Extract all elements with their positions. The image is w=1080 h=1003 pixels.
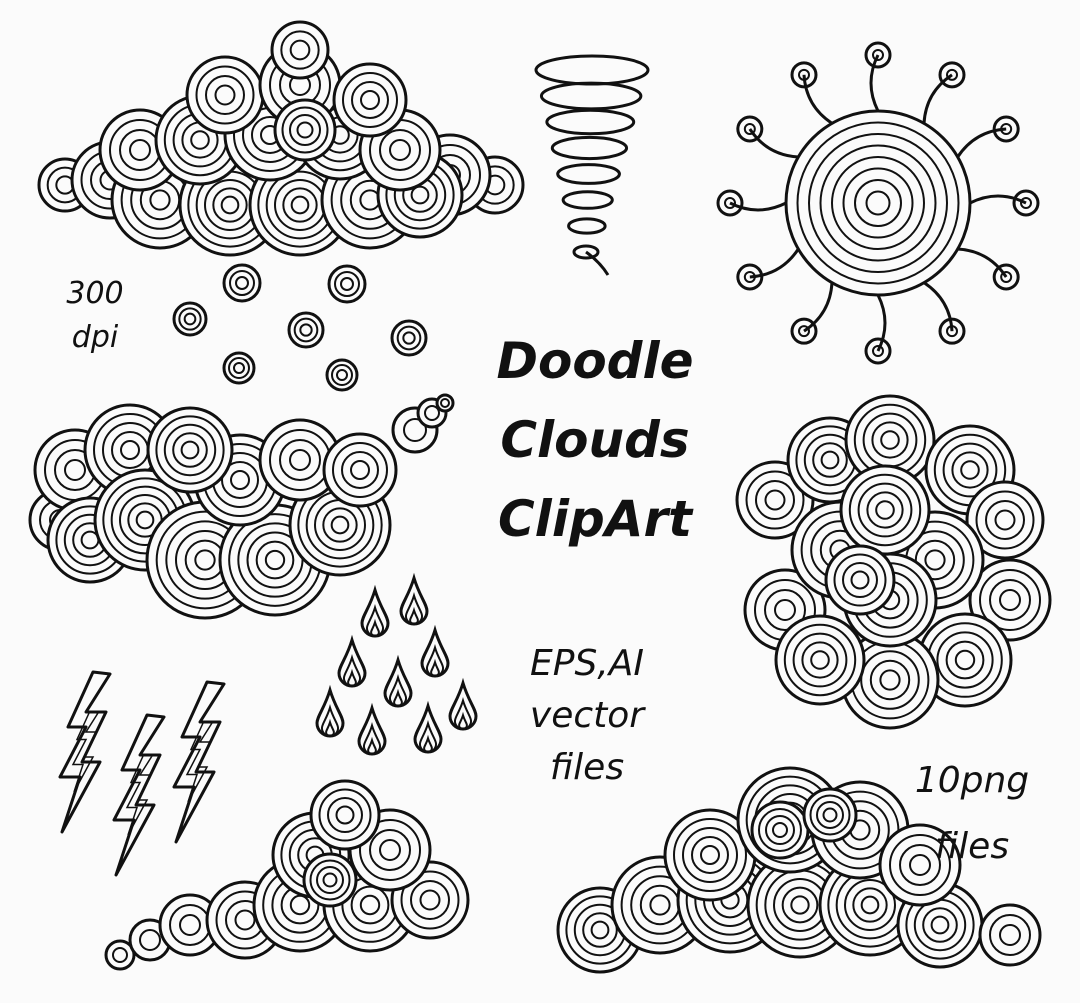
title-line: ClipArt — [497, 490, 693, 548]
windy-cloud-icon — [28, 393, 455, 620]
tornado-icon — [534, 54, 650, 276]
title-line: Clouds — [500, 411, 690, 469]
title-line: Doodle — [496, 332, 694, 390]
lightning-icon — [58, 670, 226, 877]
resolution-line: 300 — [66, 276, 124, 311]
large-cloud-icon — [556, 766, 1042, 974]
raindrops-icon — [315, 572, 478, 756]
rain-dots-icon — [172, 263, 428, 392]
resolution-line: dpi — [71, 320, 119, 355]
format-line: vector — [529, 695, 645, 736]
png-line: files — [934, 826, 1010, 867]
title-text: Doodle Clouds ClipArt — [470, 322, 720, 559]
format-line: EPS,AI — [530, 643, 644, 684]
small-cloud-icon — [104, 779, 470, 971]
png-line: 10png — [914, 760, 1030, 801]
resolution-text: 300 dpi — [40, 272, 150, 360]
format-text: EPS,AI vector files — [497, 638, 677, 794]
swirl-sun-icon — [716, 41, 1040, 365]
format-line: files — [549, 747, 625, 788]
png-text: 10png files — [892, 748, 1052, 880]
round-cloud-icon — [735, 394, 1052, 730]
doodle-cloud-top-icon — [37, 20, 525, 257]
